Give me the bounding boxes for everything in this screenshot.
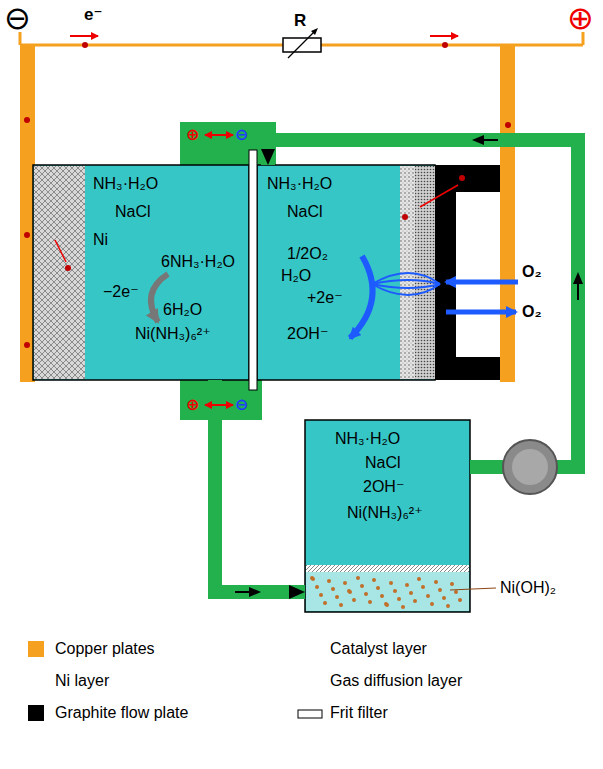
- electron-label: e⁻: [84, 6, 102, 23]
- pipe-arrowhead: [268, 140, 269, 165]
- species-label: +2e⁻: [307, 289, 343, 307]
- gas-label: O₂: [522, 304, 542, 320]
- species-label: 6NH₃·H₂O: [161, 253, 235, 271]
- species-label: H₂O: [281, 267, 311, 285]
- charge-symbol: ⊖: [235, 127, 248, 143]
- species-label: NH₃·H₂O: [335, 430, 400, 448]
- terminal-symbol: ⊖: [4, 2, 31, 34]
- terminal-symbol: ⊕: [567, 2, 594, 34]
- species-label: NH₃·H₂O: [267, 175, 332, 193]
- legend-text: Copper plates: [55, 640, 155, 658]
- resistor-label: R: [294, 12, 306, 29]
- charge-symbol: ⊕: [186, 127, 199, 143]
- legend-text: Graphite flow plate: [55, 704, 188, 722]
- cell-chamber: NH₃·H₂O NaClNi 6NH₃·H₂O −2e⁻ 6H₂O Ni(NH₃)₆²⁺: [85, 165, 249, 380]
- species-label: −2e⁻: [103, 283, 139, 301]
- pipe-connector: [268, 140, 578, 467]
- species-label: 1/2O₂: [287, 245, 328, 263]
- charge-symbol: ⊕: [186, 397, 199, 413]
- species-label: NaCl: [115, 203, 151, 221]
- tank-box: NH₃·H₂O NaCl 2OH⁻ Ni(NH₃)₆²⁺: [305, 420, 470, 612]
- legend-text: Frit filter: [330, 704, 388, 722]
- precipitate-label: Ni(OH)₂: [500, 580, 556, 596]
- species-label: Ni: [93, 231, 108, 249]
- species-label: NaCl: [365, 454, 401, 472]
- gas-label: O₂: [522, 264, 542, 280]
- species-label: 2OH⁻: [363, 478, 404, 496]
- legend-text: Gas diffusion layer: [330, 672, 462, 690]
- species-label: Ni(NH₃)₆²⁺: [347, 504, 423, 522]
- legend-text: Catalyst layer: [330, 640, 427, 658]
- cell-chamber: NH₃·H₂O NaCl 1/2O₂ H₂O +2e⁻ 2OH⁻: [257, 165, 400, 380]
- legend-swatch: [28, 641, 44, 657]
- species-label: 6H₂O: [163, 301, 202, 319]
- charge-symbol: ⊖: [235, 397, 248, 413]
- legend-text: Ni layer: [55, 672, 109, 690]
- legend-swatch: [28, 705, 44, 721]
- pipe-connector: [215, 380, 305, 592]
- species-label: NaCl: [287, 203, 323, 221]
- species-label: NH₃·H₂O: [93, 175, 158, 193]
- species-label: 2OH⁻: [287, 325, 328, 343]
- species-label: Ni(NH₃)₆²⁺: [135, 325, 211, 343]
